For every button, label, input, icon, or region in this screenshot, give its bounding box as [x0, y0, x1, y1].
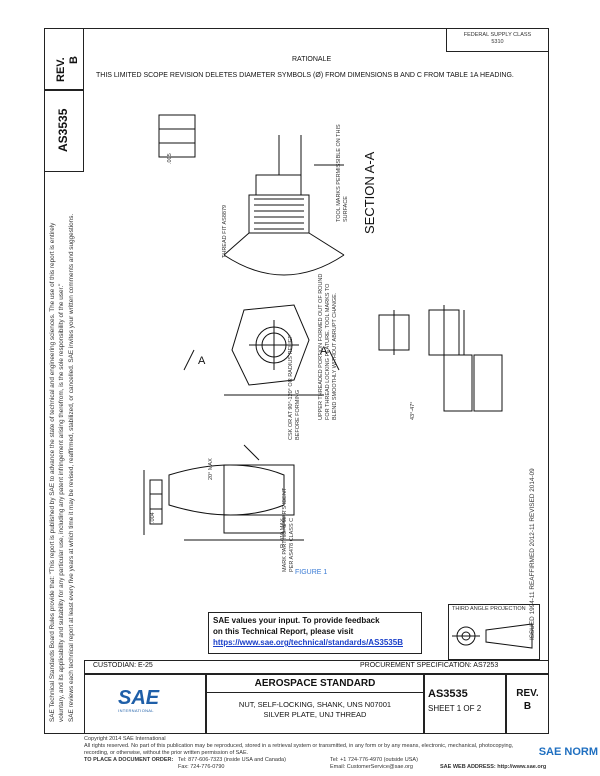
footer-copyright: Copyright 2014 SAE International	[84, 736, 166, 742]
lower-elevation	[143, 444, 304, 541]
tol-005-label: .005	[167, 153, 173, 164]
rev-label-bottom: REV.	[516, 688, 539, 699]
tol-004-label: .004	[150, 512, 156, 523]
plan-view	[183, 304, 340, 396]
sae-logo-sub: INTERNATIONAL	[118, 708, 154, 713]
section-a-left: A	[198, 355, 206, 367]
third-angle-box	[448, 604, 540, 660]
custodian-row	[84, 660, 549, 674]
rationale-text: THIS LIMITED SCOPE REVISION DELETES DIAM…	[96, 72, 514, 79]
footer-rights2: recording, or otherwise, without the pri…	[84, 750, 249, 756]
rationale-title: RATIONALE	[292, 56, 332, 63]
federal-class-line1: FEDERAL SUPPLY CLASS	[463, 32, 532, 38]
footer-email: Email: CustomerService@sae.org	[330, 764, 413, 770]
feedback-link[interactable]: https://www.sae.org/technical/standards/…	[213, 638, 403, 647]
technical-drawing	[143, 114, 503, 541]
doc-number-vertical: AS3535	[56, 108, 70, 152]
feedback-line1: SAE values your input. To provide feedba…	[213, 616, 380, 625]
footer-tel2: Tel: +1 724-776-4970 (outside USA)	[330, 757, 418, 763]
side-note-1: SAE Technical Standards Board Rules prov…	[49, 222, 56, 722]
csk-note: CSK OR AT 90°-120° OR RADIUS RELIEF BEFO…	[288, 335, 301, 440]
feedback-box	[208, 612, 422, 654]
footer-fax: Fax: 724-776-0790	[178, 764, 225, 770]
docnum-cell	[424, 674, 506, 734]
footer-order-label: TO PLACE A DOCUMENT ORDER:	[84, 757, 174, 763]
watermark: SAE NORM	[538, 746, 598, 758]
sae-logo: SAE INTERNATIONAL	[118, 687, 160, 714]
rev-value-bottom: B	[523, 701, 532, 712]
custodian: CUSTODIAN: E-25	[93, 662, 153, 669]
radius-label: R .010 MAX	[280, 518, 286, 548]
projection-symbol	[452, 623, 533, 649]
section-a-right: A	[320, 345, 328, 357]
angle-20-label: 20° MAX	[208, 458, 214, 480]
feedback-line2: on this Technical Report, please visit	[213, 627, 354, 636]
footer-web: SAE WEB ADDRESS: http://www.sae.org	[440, 764, 547, 770]
title-line2: SILVER PLATE, UNJ THREAD	[263, 710, 367, 719]
sheet-label: SHEET 1 OF 2	[428, 704, 482, 713]
rev-box	[44, 28, 84, 90]
doc-number-box	[44, 90, 84, 172]
angle-43-label: 43°-47°	[410, 401, 416, 420]
figure-label: FIGURE 1	[295, 569, 328, 576]
section-label: SECTION A-A	[362, 151, 377, 234]
side-note-2: voluntary, and its applicability and sui…	[58, 283, 65, 722]
logo-cell	[84, 674, 206, 734]
footer-rights: All rights reserved. No part of this pub…	[84, 743, 514, 749]
rev-label: REV.	[55, 57, 67, 82]
section-view-upper	[158, 114, 345, 276]
title-cell	[206, 674, 424, 734]
thread-fit-note: THREAD FIT AS8879	[222, 204, 228, 258]
tool-marks-note: TOOL MARKS PERMISSIBLE ON THIS SURFACE	[336, 124, 349, 222]
title-line1: NUT, SELF-LOCKING, SHANK, UNS N07001	[238, 700, 392, 709]
federal-class-box	[446, 28, 549, 52]
sae-logo-text: SAE	[118, 687, 160, 709]
rev-cell	[506, 674, 549, 734]
aerospace-standard: AEROSPACE STANDARD	[254, 678, 376, 689]
title-divider	[206, 692, 424, 693]
federal-class-line2: 5310	[491, 39, 504, 45]
docnum-bottom: AS3535	[428, 688, 468, 700]
side-note-3: SAE reviews each technical report at lea…	[68, 213, 75, 722]
procurement-spec: PROCUREMENT SPECIFICATION: AS7253	[360, 662, 499, 669]
footer-tel1: Tel: 877-606-7323 (inside USA and Canada…	[178, 757, 286, 763]
third-angle-label: THIRD ANGLE PROJECTION	[452, 606, 526, 612]
side-view-right	[378, 305, 503, 412]
rev-value: B	[68, 56, 80, 64]
